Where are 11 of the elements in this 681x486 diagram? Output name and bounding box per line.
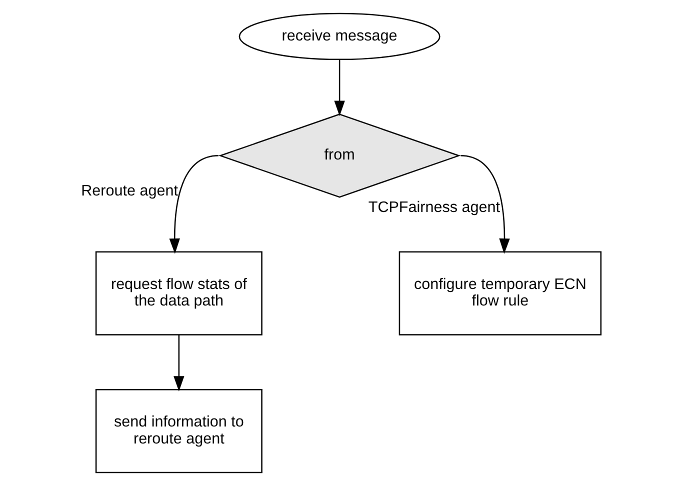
arrow	[334, 60, 344, 116]
node-ellipse: receive message	[238, 12, 440, 60]
edge-label: Reroute agent	[80, 182, 178, 200]
node-diamond: from	[218, 114, 460, 198]
arrow	[460, 155, 510, 254]
node-box: request flow stats of the data path	[94, 251, 262, 336]
node-box: configure temporary ECN flow rule	[398, 251, 602, 336]
node-box: send information to reroute agent	[94, 388, 262, 474]
edge-label: TCPFairness agent	[368, 199, 500, 216]
arrow	[168, 155, 218, 254]
arrow	[173, 334, 184, 392]
